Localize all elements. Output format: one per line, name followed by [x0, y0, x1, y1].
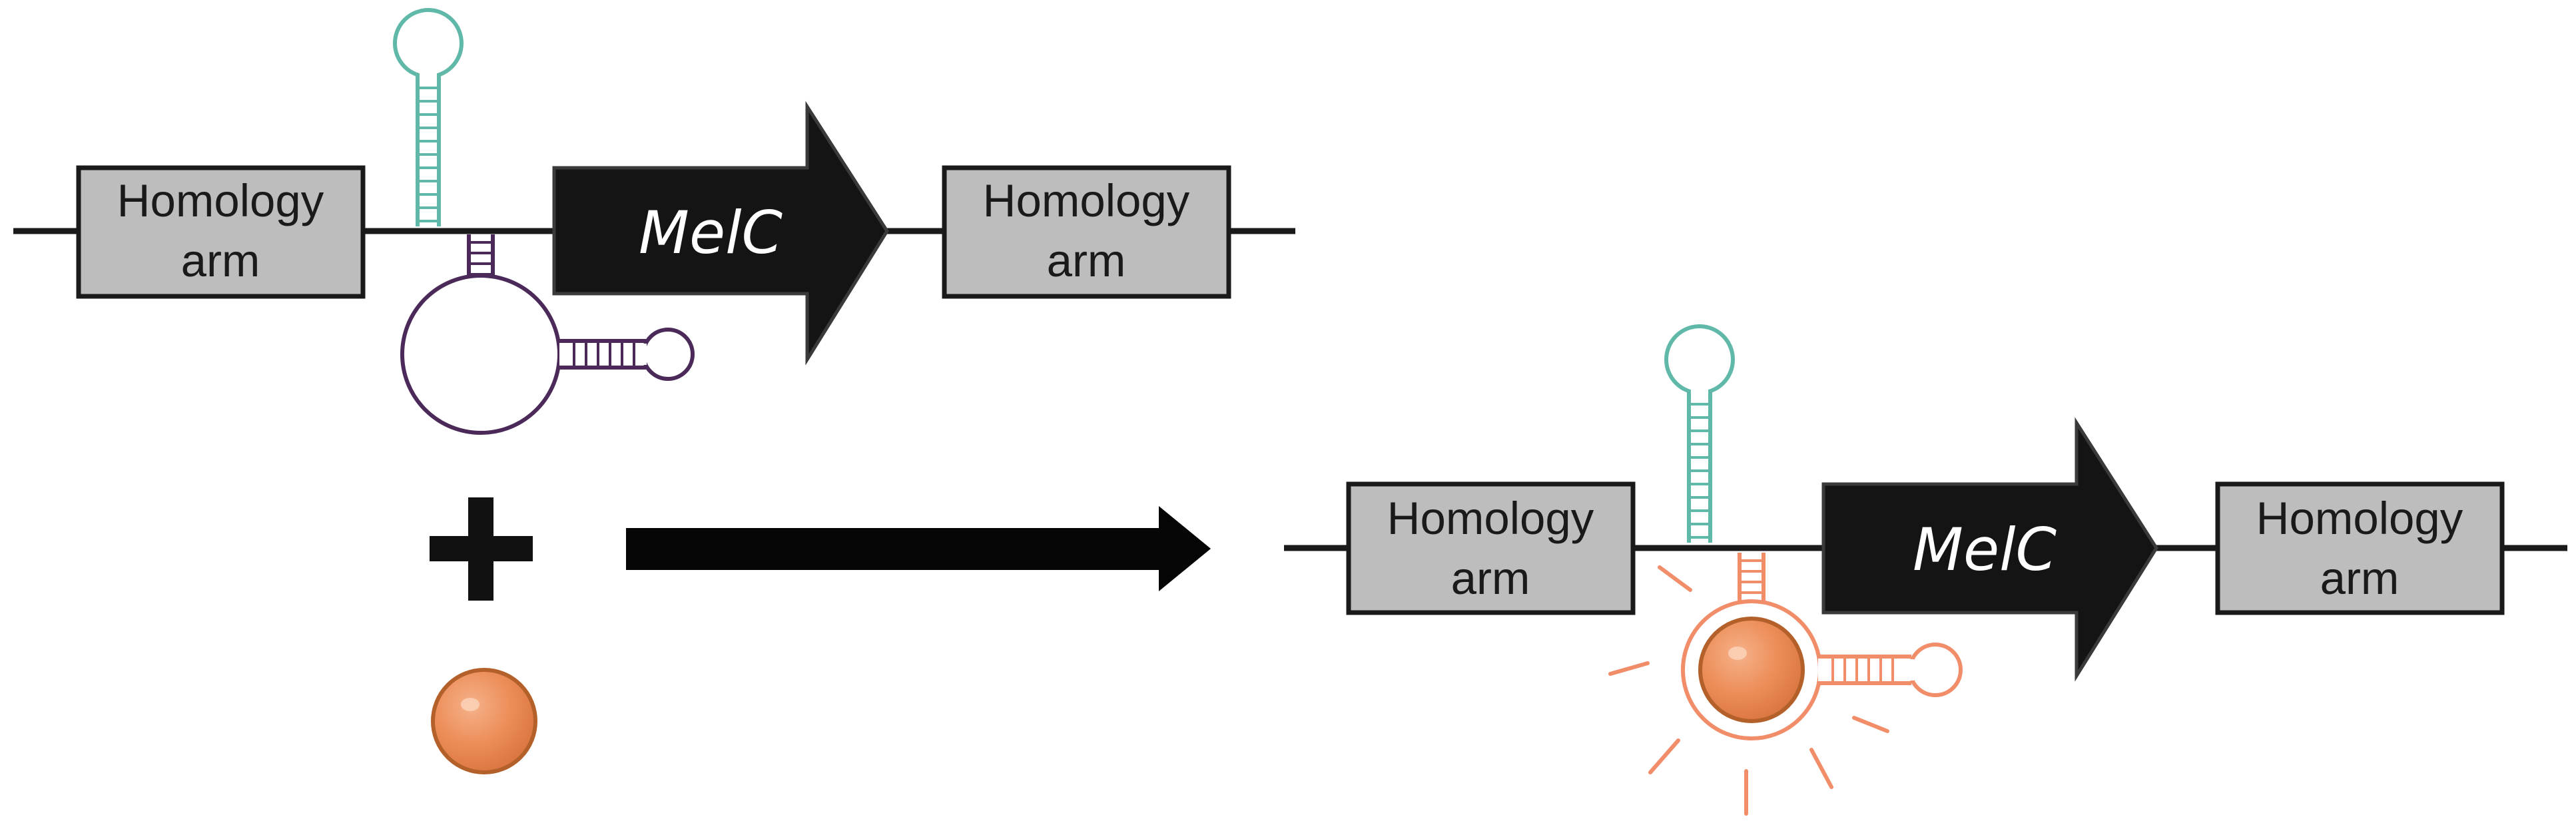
homology-arm-left-top: Homology arm [76, 165, 366, 299]
homology-arm-right-top: Homology arm [942, 165, 1231, 299]
arm-label-line2: arm [181, 235, 260, 286]
bound-ligand-icon [1698, 617, 1805, 723]
arm-label-line1: Homology [117, 175, 324, 226]
construct-after: Homology arm [1284, 324, 2567, 816]
hairpin-icon [1664, 324, 1735, 544]
arm-label-line2: arm [1451, 553, 1530, 604]
plus-icon [430, 497, 533, 601]
glow-rays-icon [1608, 565, 1889, 816]
gene-label: MelC [639, 198, 783, 267]
arm-label-line1: Homology [1387, 493, 1594, 544]
ligand-sphere-icon [431, 668, 537, 774]
riboswitch-off-icon [400, 234, 695, 435]
gene-arrow-bottom: MelC [1821, 417, 2158, 682]
arm-label-line2: arm [2320, 553, 2400, 604]
arm-label-line1: Homology [983, 175, 1190, 226]
construct-before: Homology arm MelC [13, 8, 1295, 435]
homology-arm-left-bottom: Homology arm [1346, 481, 1636, 615]
gene-arrow-top: MelC [552, 101, 889, 366]
hairpin-icon [393, 8, 464, 228]
gene-label: MelC [1913, 515, 2057, 584]
reaction-arrow-icon [626, 506, 1211, 591]
homology-arm-right-bottom: Homology arm [2215, 481, 2505, 615]
arm-label-line2: arm [1047, 235, 1126, 286]
arm-label-line1: Homology [2256, 493, 2463, 544]
